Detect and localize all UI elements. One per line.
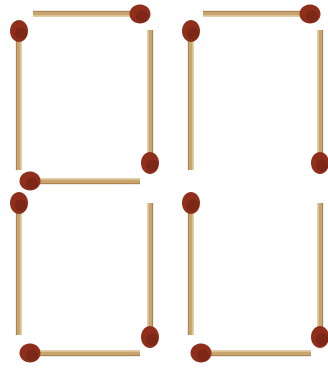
match-head-shade xyxy=(197,350,209,362)
match-head-shade xyxy=(26,178,38,190)
match-head-shade xyxy=(316,334,328,346)
match-head-shade xyxy=(306,11,318,23)
match-head-shade xyxy=(26,350,38,362)
match-head-shade xyxy=(187,28,199,40)
match-head-shade xyxy=(136,11,148,23)
match-head-shade xyxy=(316,160,328,172)
match-head-shade xyxy=(187,200,199,212)
match-head-shade xyxy=(146,160,158,172)
match-head-shade xyxy=(15,28,27,40)
match-head-shade xyxy=(15,200,27,212)
match-head-shade xyxy=(146,334,158,346)
